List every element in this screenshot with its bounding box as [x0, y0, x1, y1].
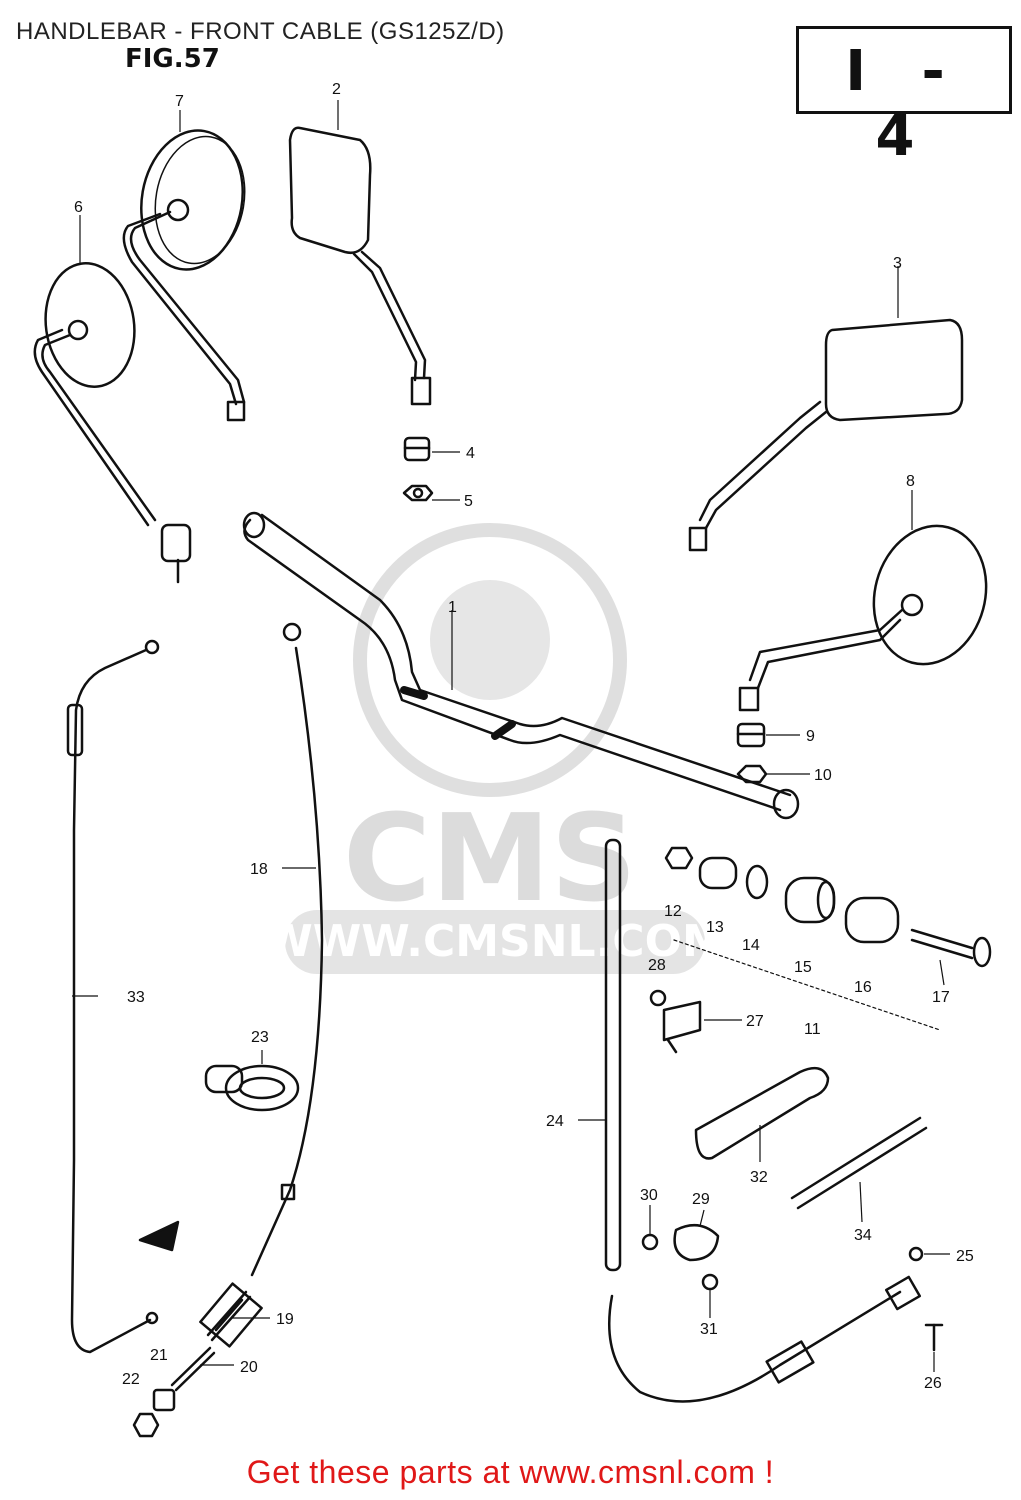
- callout-4: 4: [466, 445, 475, 462]
- callout-23: 23: [251, 1029, 269, 1046]
- callout-5: 5: [464, 493, 473, 510]
- callout-31: 31: [700, 1321, 718, 1338]
- handlebar: [242, 511, 800, 820]
- cable-33: [66, 639, 160, 1354]
- callout-10: 10: [814, 767, 832, 784]
- callout-30: 30: [640, 1187, 658, 1204]
- washer-14: [745, 864, 769, 900]
- rod-34: [790, 1116, 928, 1210]
- part-13: [698, 856, 738, 890]
- callout-13: 13: [706, 919, 724, 936]
- callouts: 1 2 3 4 5 6 7 8 9 10 11 12 13 14 15 16 1…: [74, 81, 974, 1392]
- callout-1: 1: [448, 599, 457, 616]
- callout-8: 8: [906, 473, 915, 490]
- callout-7: 7: [175, 93, 184, 110]
- bracket-27: [662, 1000, 702, 1054]
- lever-32: [694, 1066, 830, 1160]
- nut-31: [701, 1273, 719, 1291]
- figure-label: FIG.57: [125, 44, 220, 74]
- callout-6: 6: [74, 199, 83, 216]
- section-code: I - 4: [845, 39, 963, 169]
- callout-27: 27: [746, 1013, 764, 1030]
- callout-32: 32: [750, 1169, 768, 1186]
- callout-2: 2: [332, 81, 341, 98]
- mirror-3: [688, 318, 964, 552]
- callout-33: 33: [127, 989, 145, 1006]
- bolt-17: [910, 928, 992, 968]
- callout-26: 26: [924, 1375, 942, 1392]
- weight-16: [844, 896, 900, 944]
- parts-store-link[interactable]: Get these parts at www.cmsnl.com !: [246, 1454, 775, 1490]
- callout-9: 9: [806, 728, 815, 745]
- screw-30: [641, 1233, 659, 1251]
- callout-34: 34: [854, 1227, 872, 1244]
- callout-22: 22: [122, 1371, 140, 1388]
- weight-15: [784, 876, 836, 924]
- callout-16: 16: [854, 979, 872, 996]
- callout-28: 28: [648, 957, 666, 974]
- callout-25: 25: [956, 1248, 974, 1265]
- cable-18: [250, 622, 324, 1277]
- callout-12: 12: [664, 903, 682, 920]
- part-21: [152, 1388, 176, 1412]
- nut-22: [132, 1412, 160, 1438]
- spring-19: [199, 1282, 263, 1348]
- callout-15: 15: [794, 959, 812, 976]
- watermark-url: WWW.CMSNL.COM: [264, 916, 726, 967]
- nut-4: [403, 436, 431, 462]
- clamp-23: [204, 1064, 300, 1112]
- mirror-8: [738, 524, 988, 712]
- mirror-7: [122, 129, 246, 422]
- direction-arrow-icon: [138, 1220, 180, 1252]
- callout-18: 18: [250, 861, 268, 878]
- spring-20: [170, 1346, 216, 1392]
- callout-17: 17: [932, 989, 950, 1006]
- cable-24: [604, 838, 922, 1403]
- part-12: [664, 846, 694, 870]
- clamp-29: [673, 1223, 720, 1262]
- leader-11: [673, 939, 941, 1031]
- section-badge: I - 4: [796, 26, 1012, 169]
- screw-28: [649, 989, 667, 1007]
- callout-24: 24: [546, 1113, 564, 1130]
- callout-29: 29: [692, 1191, 710, 1208]
- callout-14: 14: [742, 937, 760, 954]
- page-title: HANDLEBAR - FRONT CABLE (GS125Z/D): [16, 18, 505, 45]
- leader-lines: [72, 100, 950, 1372]
- watermark: CMS WWW.CMSNL.COM: [264, 523, 726, 974]
- callout-11: 11: [804, 1021, 821, 1038]
- mirror-6: [33, 262, 192, 584]
- callout-21: 21: [150, 1347, 168, 1364]
- callout-3: 3: [893, 255, 902, 272]
- callout-19: 19: [276, 1311, 294, 1328]
- mirror-2: [288, 126, 432, 406]
- nut-5: [402, 484, 434, 502]
- pin-26: [924, 1323, 944, 1352]
- screw-25: [908, 1246, 924, 1262]
- watermark-brand: CMS: [343, 790, 637, 929]
- callout-20: 20: [240, 1359, 258, 1376]
- nut-9: [736, 722, 766, 748]
